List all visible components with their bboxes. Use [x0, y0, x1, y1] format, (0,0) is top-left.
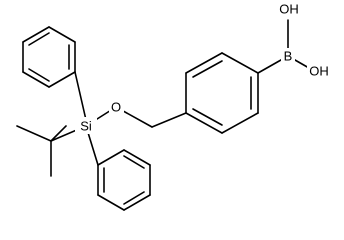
- atom-labels: Si O B OH OH: [75, 1, 332, 134]
- bond: [97, 149, 125, 166]
- bond: [22, 71, 50, 88]
- bond: [28, 68, 50, 82]
- bond: [123, 194, 151, 211]
- phenyl-ring-upper: [22, 26, 76, 88]
- bond: [22, 26, 50, 43]
- bond: [185, 112, 223, 134]
- bond: [123, 191, 145, 205]
- bond: [28, 32, 50, 46]
- hydroxyl-bottom-label: OH: [309, 64, 329, 79]
- bond: [185, 52, 223, 74]
- bond: [221, 112, 259, 134]
- substituent-bonds: [16, 19, 317, 177]
- bond: [192, 60, 223, 78]
- boron-label: B: [284, 49, 293, 64]
- hydroxyl-top-label: OH: [279, 2, 299, 17]
- bond-si-phenyl-upper: [74, 71, 87, 121]
- bond: [221, 52, 259, 74]
- bond-tert-butyl-methyl: [16, 125, 52, 142]
- bond: [48, 26, 76, 43]
- bond: [123, 155, 145, 169]
- bond: [48, 71, 76, 88]
- bond: [97, 194, 125, 211]
- bond: [192, 108, 223, 126]
- bond-tert-butyl-methyl: [50, 125, 67, 142]
- bond: [123, 149, 151, 166]
- benzene-ring-para: [185, 52, 259, 134]
- phenyl-ring-lower: [97, 149, 151, 211]
- oxygen-label: O: [111, 100, 121, 115]
- silicon-label: Si: [80, 119, 92, 134]
- bond-ch2-ring: [151, 112, 187, 128]
